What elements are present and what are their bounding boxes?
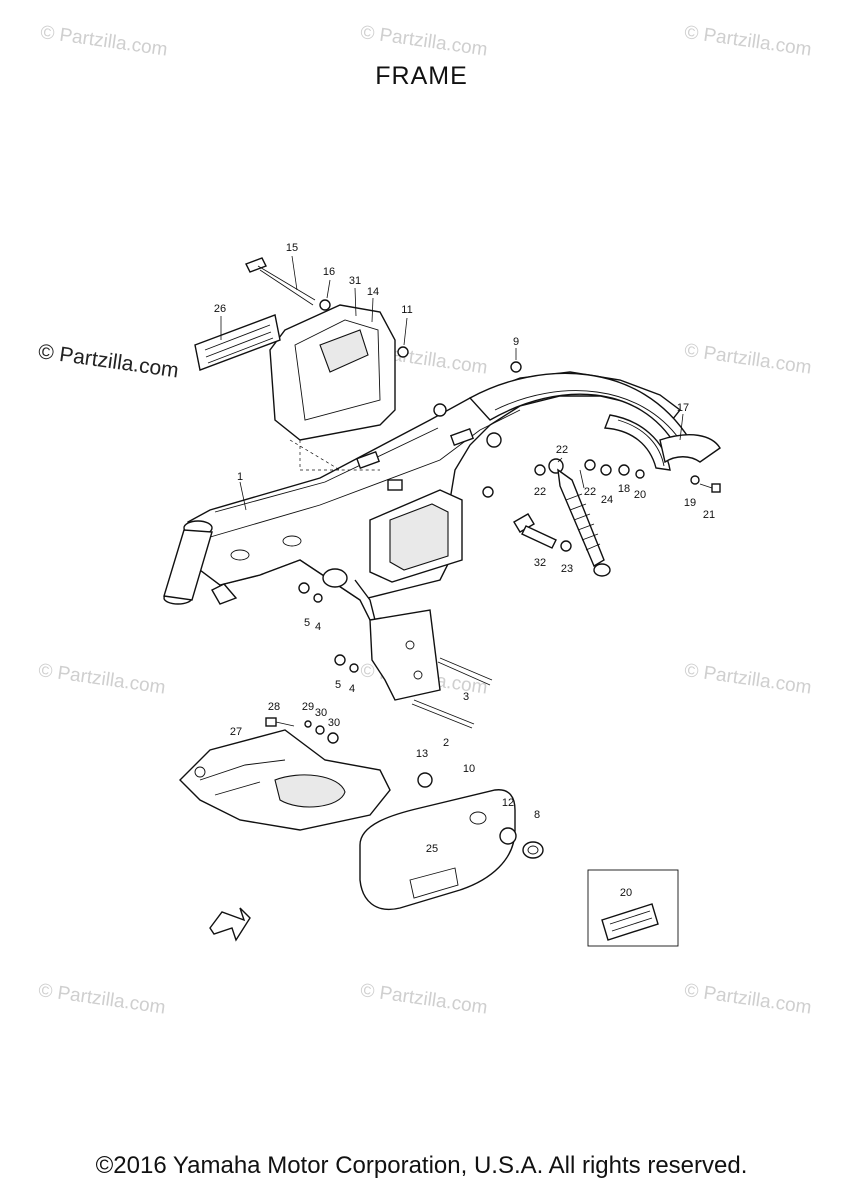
callout-7: 10 bbox=[463, 763, 475, 775]
callout-14: 16 bbox=[323, 266, 335, 278]
callout-10: 12 bbox=[502, 797, 514, 809]
callout-23: 24 bbox=[601, 494, 613, 506]
callout-3: 3 bbox=[463, 691, 469, 703]
knob-8[interactable] bbox=[522, 841, 544, 859]
washer-4[interactable] bbox=[349, 663, 359, 673]
callout-2: 2 bbox=[443, 737, 449, 749]
callout-12: 14 bbox=[367, 286, 379, 298]
callout-17: 19 bbox=[684, 497, 696, 509]
rear-shock-icon[interactable] bbox=[548, 458, 611, 577]
page-title: FRAME bbox=[375, 62, 468, 90]
side-cover-icon[interactable] bbox=[359, 789, 516, 910]
callout-4: 4 bbox=[349, 683, 355, 695]
callout-16: 18 bbox=[618, 483, 630, 495]
washer-14[interactable] bbox=[319, 299, 331, 311]
copyright-footer: ©2016 Yamaha Motor Corporation, U.S.A. A… bbox=[95, 1152, 748, 1179]
callout-26: 27 bbox=[230, 726, 242, 738]
callout-18: 20 bbox=[634, 489, 646, 501]
forward-arrow-icon bbox=[209, 907, 251, 942]
washer-4[interactable] bbox=[313, 593, 323, 603]
bolt-2[interactable] bbox=[411, 699, 475, 729]
collar-28[interactable] bbox=[304, 720, 312, 728]
grommet-10[interactable] bbox=[499, 827, 517, 845]
bolt-19[interactable] bbox=[699, 483, 721, 493]
callout-29: 30 bbox=[315, 707, 327, 719]
callout-labels: 15 16 31 14 11 26 9 17 1 22 22 22 24 18 … bbox=[214, 242, 715, 899]
bolt-3[interactable] bbox=[437, 657, 493, 686]
nut-5[interactable] bbox=[334, 654, 346, 666]
main-frame-icon[interactable] bbox=[163, 371, 692, 701]
callout-5: 5 bbox=[304, 617, 310, 629]
nut-5[interactable] bbox=[298, 582, 310, 594]
callout-22: 22 bbox=[584, 486, 596, 498]
callout-25: 26 bbox=[214, 303, 226, 315]
callout-8: 8 bbox=[534, 809, 540, 821]
callout-19: 21 bbox=[703, 509, 715, 521]
nut-9[interactable] bbox=[397, 346, 409, 358]
washer-17[interactable] bbox=[690, 475, 700, 485]
o-ring-11[interactable] bbox=[417, 772, 433, 788]
decal-20[interactable] bbox=[587, 869, 679, 947]
callout-9: 11 bbox=[401, 304, 412, 316]
callout-28: 29 bbox=[302, 701, 314, 713]
callout-13: 15 bbox=[286, 242, 298, 254]
callout-1: 1 bbox=[237, 471, 243, 483]
washer-22[interactable] bbox=[560, 540, 572, 552]
engine-guard-icon[interactable] bbox=[179, 729, 391, 831]
callout-27: 28 bbox=[268, 701, 280, 713]
callout-32: 32 bbox=[534, 557, 546, 569]
washer-18[interactable] bbox=[635, 469, 645, 479]
bolt-32[interactable] bbox=[513, 513, 557, 549]
callout-4: 4 bbox=[315, 621, 321, 633]
callout-22: 23 bbox=[561, 563, 573, 575]
callout-11: 13 bbox=[416, 748, 428, 760]
callout-15: 17 bbox=[677, 402, 689, 414]
bolt-13[interactable] bbox=[245, 257, 316, 306]
callout-31: 31 bbox=[349, 275, 361, 287]
battery-box-icon[interactable] bbox=[269, 304, 396, 471]
callout-5: 5 bbox=[335, 679, 341, 691]
callout-24: 25 bbox=[426, 843, 438, 855]
callout-22: 22 bbox=[534, 486, 546, 498]
washer-29[interactable] bbox=[315, 725, 325, 735]
washer-22[interactable] bbox=[534, 464, 546, 476]
nut-6[interactable] bbox=[510, 361, 522, 373]
nut-16[interactable] bbox=[618, 464, 630, 476]
callout-21: 22 bbox=[556, 444, 568, 456]
callout-30: 30 bbox=[328, 717, 340, 729]
rear-fender-icon[interactable] bbox=[604, 414, 721, 471]
bolt-27[interactable] bbox=[265, 717, 295, 727]
decal-25[interactable] bbox=[194, 314, 281, 371]
nut-30[interactable] bbox=[327, 732, 339, 744]
callout-6: 9 bbox=[513, 336, 519, 348]
collar-23[interactable] bbox=[600, 464, 612, 476]
washer-22[interactable] bbox=[584, 459, 596, 471]
callout-20: 20 bbox=[620, 887, 632, 899]
